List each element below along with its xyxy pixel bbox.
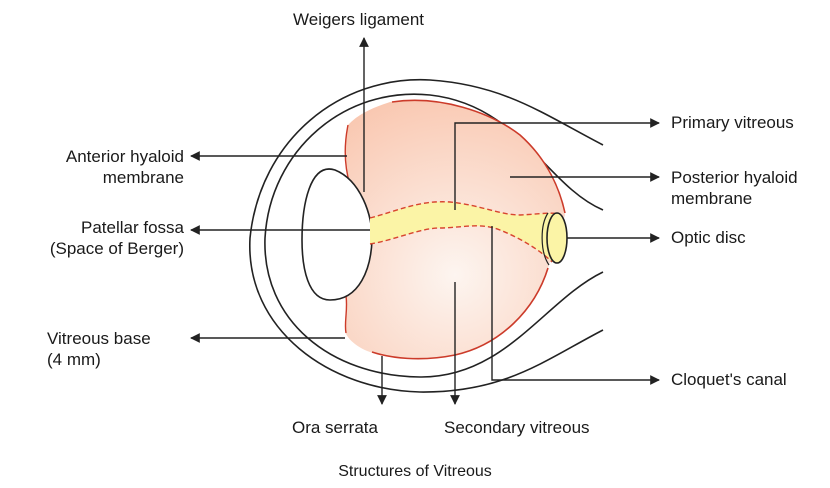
- label-ora-serrata: Ora serrata: [292, 417, 378, 438]
- label-patellar-fossa-line1: Patellar fossa: [50, 217, 184, 238]
- label-primary-vitreous: Primary vitreous: [671, 112, 794, 133]
- optic-disc: [547, 213, 567, 263]
- label-weigers-ligament: Weigers ligament: [293, 9, 424, 30]
- label-anterior-hyaloid-line1: Anterior hyaloid: [66, 146, 184, 167]
- label-posterior-hyaloid-membrane: Posterior hyaloid membrane: [671, 167, 798, 209]
- label-cloquets-canal: Cloquet's canal: [671, 369, 787, 390]
- label-patellar-fossa: Patellar fossa (Space of Berger): [50, 217, 184, 259]
- label-optic-disc: Optic disc: [671, 227, 746, 248]
- label-anterior-hyaloid-membrane: Anterior hyaloid membrane: [66, 146, 184, 188]
- label-secondary-vitreous: Secondary vitreous: [444, 417, 590, 438]
- label-patellar-fossa-line2: (Space of Berger): [50, 238, 184, 259]
- label-vitreous-base-line1: Vitreous base: [47, 328, 151, 349]
- figure-caption: Structures of Vitreous: [0, 462, 830, 482]
- label-vitreous-base-line2: (4 mm): [47, 349, 151, 370]
- label-posterior-hyaloid-line2: membrane: [671, 188, 798, 209]
- label-vitreous-base: Vitreous base (4 mm): [47, 328, 151, 370]
- label-posterior-hyaloid-line1: Posterior hyaloid: [671, 167, 798, 188]
- label-anterior-hyaloid-line2: membrane: [66, 167, 184, 188]
